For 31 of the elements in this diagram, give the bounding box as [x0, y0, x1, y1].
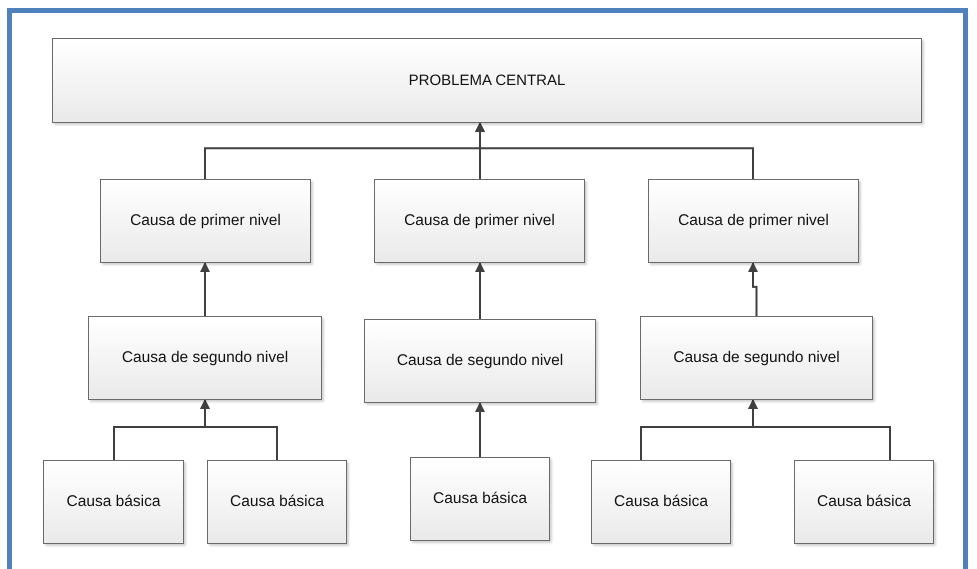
box-label: Causa básica: [66, 493, 160, 511]
cause-box: [364, 319, 596, 403]
cause-box: [591, 460, 731, 544]
box-label: PROBLEMA CENTRAL: [408, 72, 566, 89]
cause-box: [794, 460, 934, 544]
arrow: [200, 399, 278, 460]
cause-box: [207, 460, 347, 544]
box-label: Causa de segundo nivel: [673, 349, 840, 367]
arrow: [748, 399, 891, 460]
box-label: Causa de primer nivel: [130, 212, 281, 230]
arrow: [475, 262, 485, 319]
arrow: [475, 402, 485, 457]
cause-box: [52, 38, 922, 123]
box-label: Causa básica: [433, 490, 527, 508]
box-label: Causa de primer nivel: [678, 212, 829, 230]
box-label: Causa de segundo nivel: [122, 349, 288, 367]
box-label: Causa básica: [230, 493, 324, 511]
cause-box: [648, 179, 859, 263]
cause-box: [410, 457, 550, 541]
box-label: Causa de primer nivel: [404, 212, 555, 230]
arrow: [748, 262, 758, 316]
box-label: Causa básica: [817, 493, 911, 511]
arrow: [475, 122, 754, 179]
cause-box: [100, 179, 311, 263]
cause-box: [374, 179, 585, 263]
cause-box: [43, 460, 184, 544]
cause-box: [640, 316, 873, 400]
cause-box: [88, 316, 322, 400]
box-label: Causa de segundo nivel: [396, 352, 564, 370]
box-label: Causa básica: [614, 493, 708, 511]
arrow: [200, 262, 210, 316]
